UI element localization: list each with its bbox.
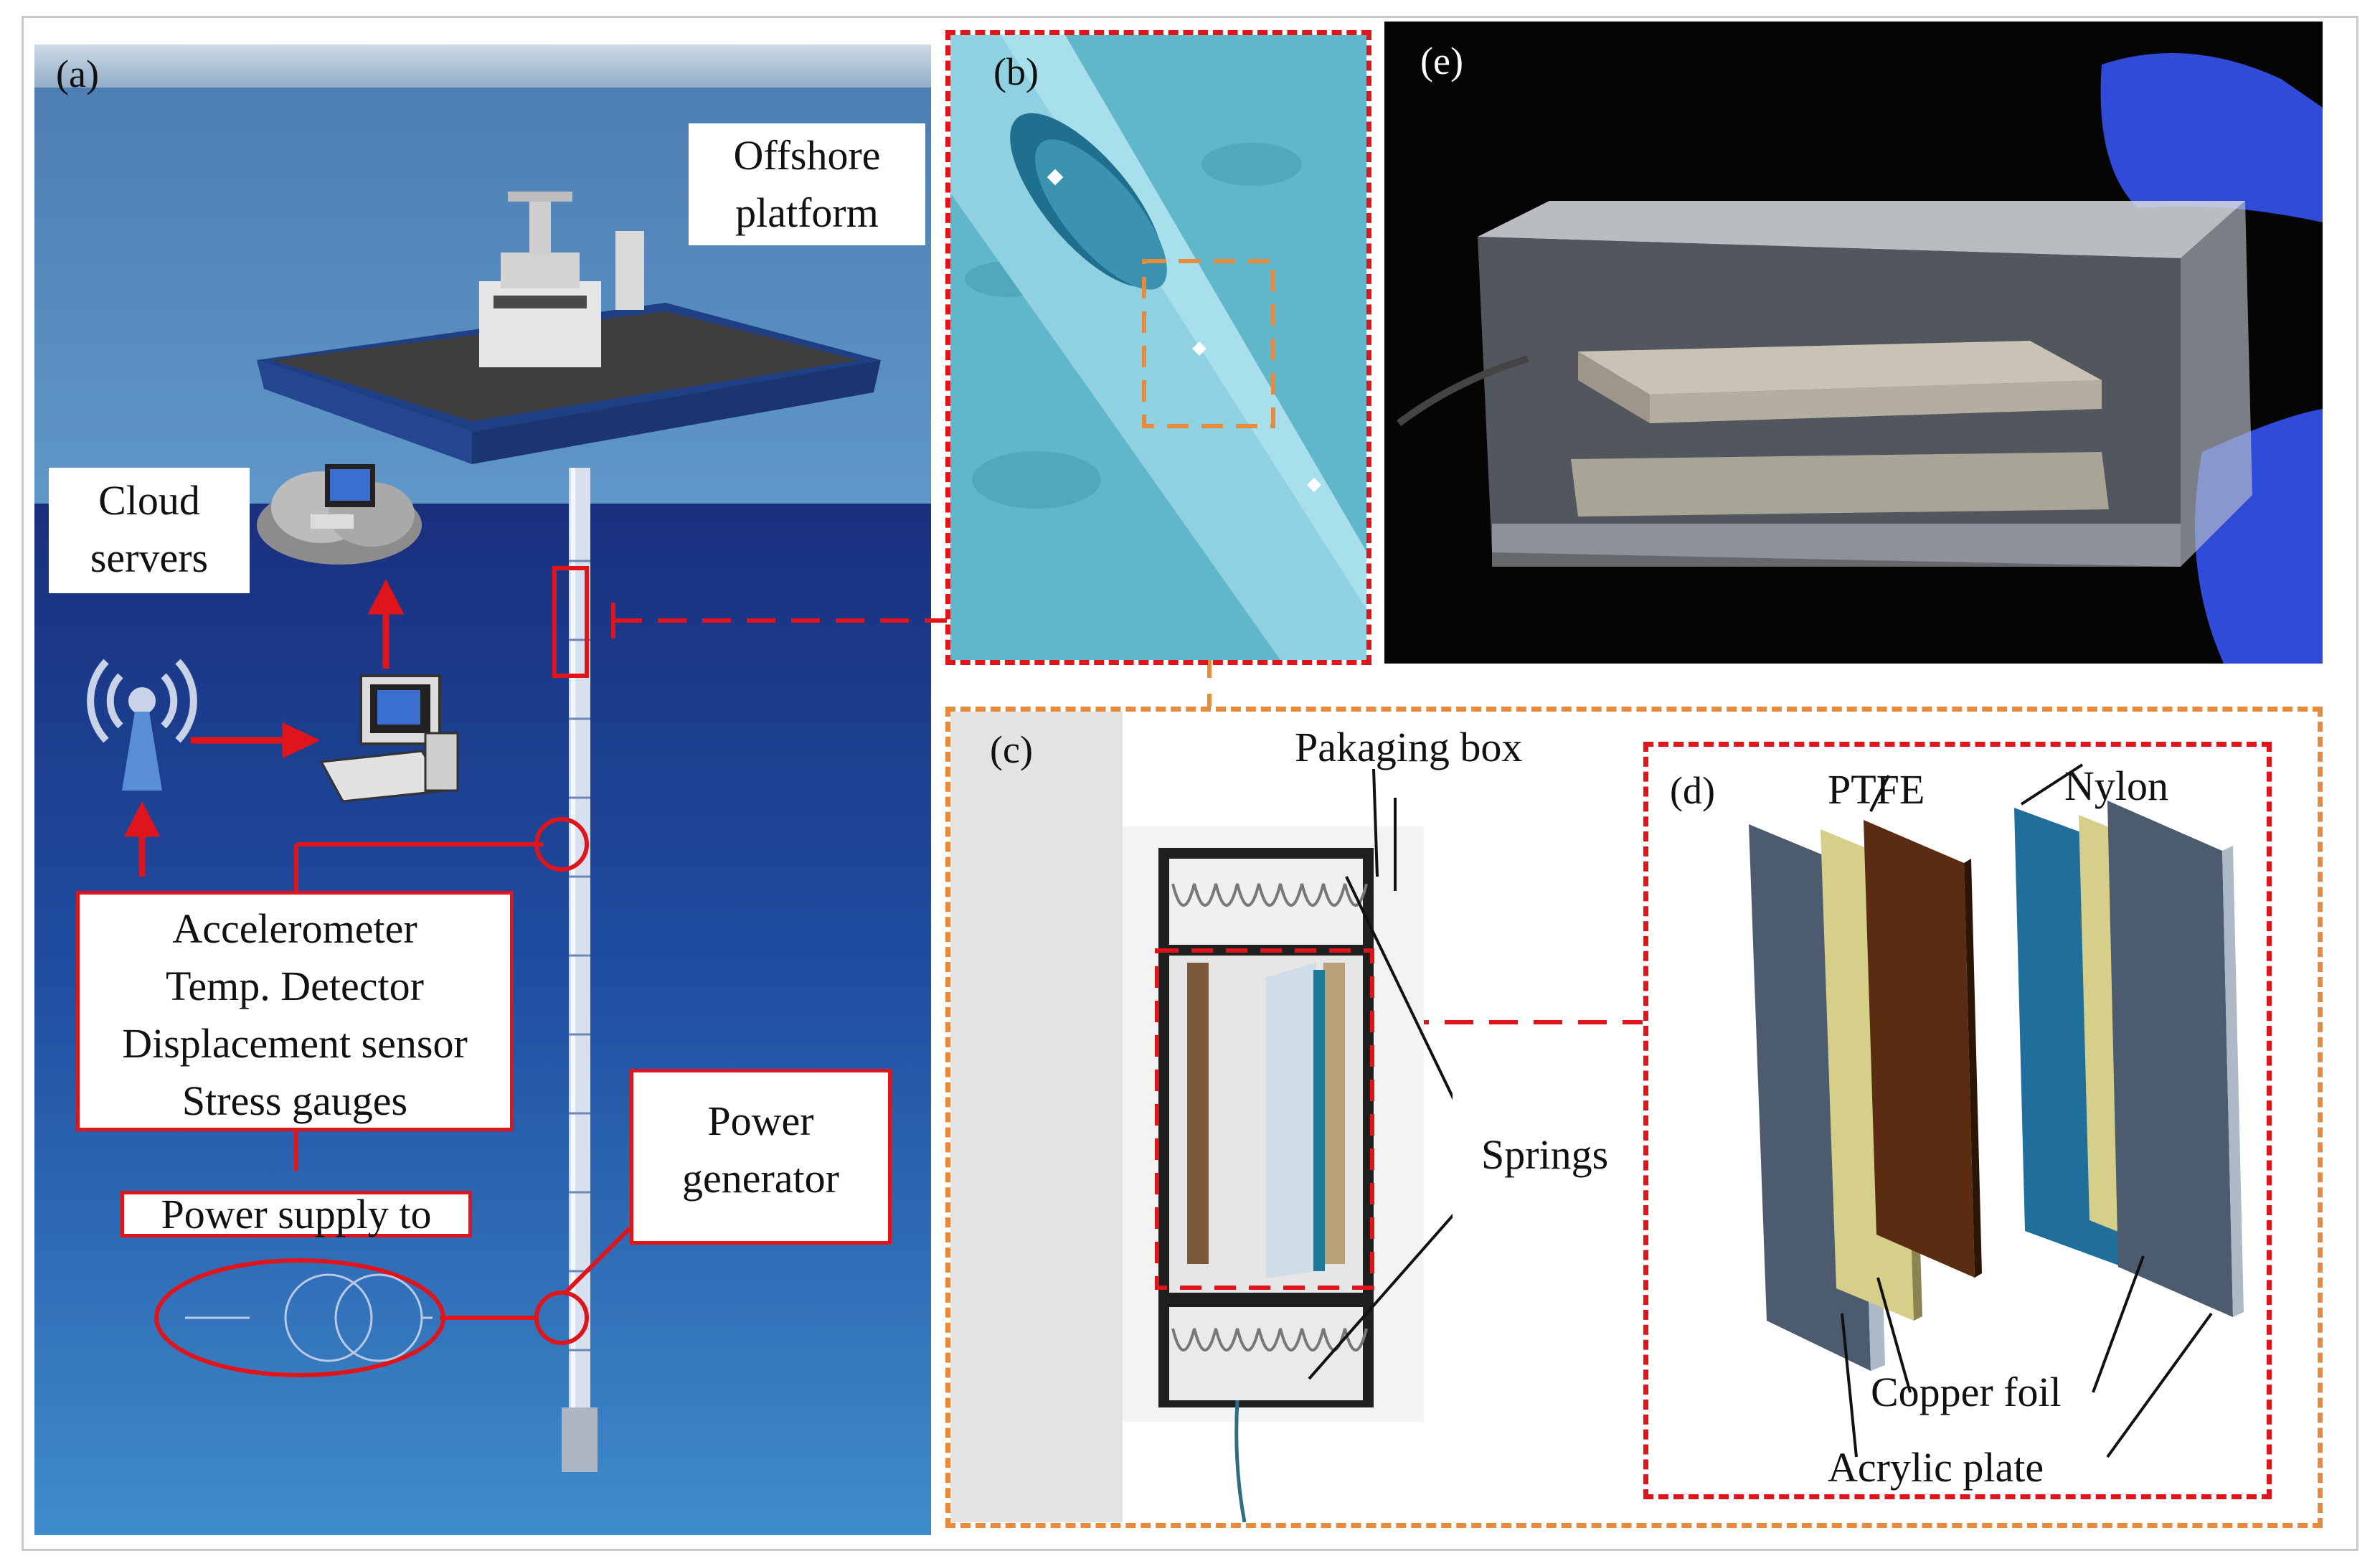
copper-foil-label: Copper foil [1871,1369,2062,1415]
cloud-servers-line2: servers [90,534,209,581]
sensor-temp-detector: Temp. Detector [166,963,424,1009]
panel-e-label: (e) [1420,39,1463,82]
transformer-symbol [185,1273,433,1362]
packaging-box-illustration [950,712,1453,1522]
panel-d-layers: (d) PTFE Nylon Copper foil Acrylic plate [1643,742,2272,1499]
cloud-server-icon [257,464,422,565]
pipe-closeup-illustration [950,35,1366,660]
sensor-accelerometer: Accelerometer [172,905,417,952]
acrylic-plate-label: Acrylic plate [1828,1444,2044,1491]
ocean-scene-illustration [34,44,931,1535]
springs-label: Springs [1481,1131,1609,1178]
device-photo [1397,53,2323,664]
power-supply-box: Power supply to [121,1191,472,1237]
sensor-displacement: Displacement sensor [122,1020,468,1067]
layer-leader-lines [1841,763,2213,1458]
power-generator-box: Power generator [630,1069,892,1245]
panel-a-label: (a) [56,52,99,95]
offshore-platform-line1: Offshore [733,132,881,179]
sensor-stress-gauges: Stress gauges [181,1077,408,1124]
panel-e-photo: (e) [1384,22,2323,664]
antenna-mast [122,712,162,791]
computer-icon [319,674,459,803]
sensors-box: Accelerometer Temp. Detector Displacemen… [76,891,514,1131]
offshore-platform-label: Offshore platform [689,123,925,245]
panel-c-frame: (c) Pakaging box Springs [945,707,2323,1528]
cloud-servers-label: Cloud servers [49,468,250,593]
offshore-platform-line2: platform [735,189,879,236]
nylon-label: Nylon [2064,763,2168,809]
panel-a-ocean-scene: (a) Offshore platform Cloud servers Acce… [34,44,931,1535]
panel-b-label: (b) [993,50,1039,93]
triboelectric-layers-illustration [1749,763,2244,1458]
ptfe-label: PTFE [1828,766,1925,813]
figure-frame [22,16,2358,1551]
antenna-tower-icon [87,659,197,743]
power-supply-label: Power supply to [161,1191,432,1237]
panel-d-label: (d) [1670,769,1715,812]
panel-b-pipe-closeup: (b) [945,30,1371,665]
cloud-servers-line1: Cloud [98,477,200,524]
packaging-box-label: Pakaging box [1295,724,1523,770]
panel-c-label: (c) [990,728,1033,771]
power-generator-line1: Power [707,1098,814,1144]
power-generator-line2: generator [682,1155,839,1202]
offshore-platform-ship [257,192,881,464]
